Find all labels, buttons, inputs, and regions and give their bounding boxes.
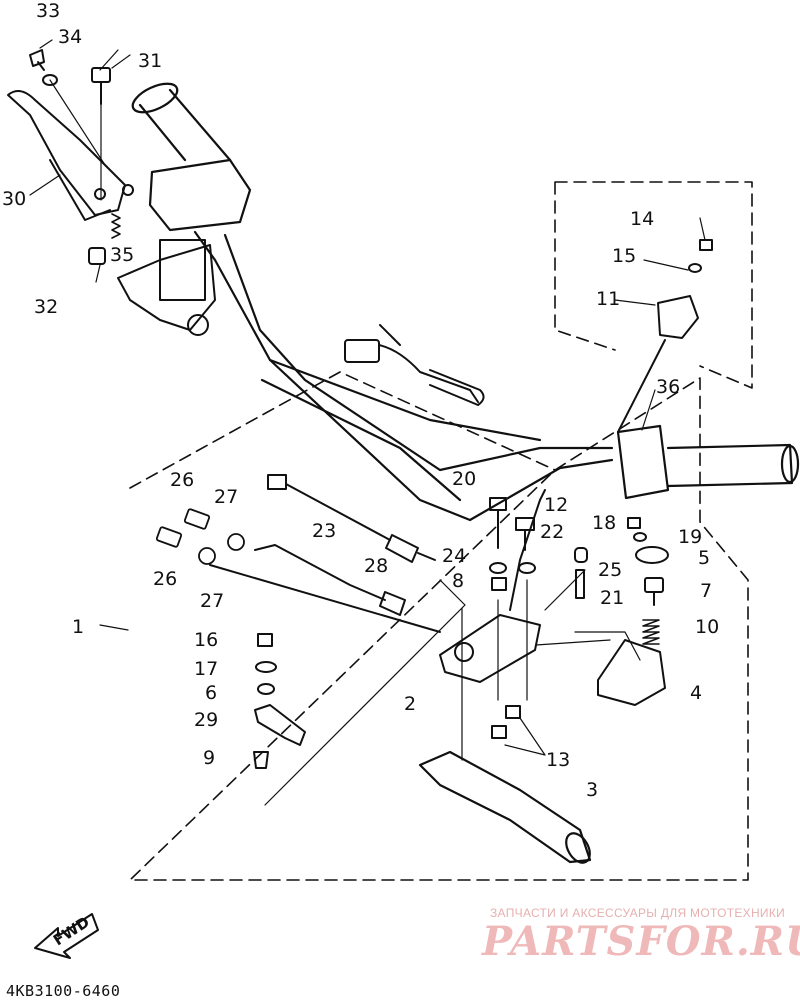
label-26b: 26 <box>153 568 178 590</box>
label-20: 20 <box>452 468 477 490</box>
label-35: 35 <box>110 244 135 266</box>
label-27b: 27 <box>200 590 225 612</box>
nut-13a <box>505 705 521 719</box>
label-23: 23 <box>312 520 337 542</box>
assembly-boundary-switch <box>554 181 753 389</box>
label-12: 12 <box>544 494 569 516</box>
throttle-grip <box>616 424 800 500</box>
nut-22 <box>518 562 536 574</box>
right-lever <box>418 750 592 864</box>
label-4: 4 <box>690 682 703 704</box>
screw-9 <box>253 751 269 769</box>
watermark-tagline: ЗАПЧАСТИ И АКСЕССУАРЫ ДЛЯ МОТОТЕХНИКИ <box>490 906 786 920</box>
label-7: 7 <box>700 580 713 602</box>
diagram-code: 4KB3100-6460 <box>6 982 121 1000</box>
washer-24 <box>489 562 507 574</box>
label-24: 24 <box>442 545 467 567</box>
label-10: 10 <box>695 616 720 638</box>
label-14: 14 <box>630 208 655 230</box>
cables <box>209 474 441 633</box>
label-6: 6 <box>205 682 218 704</box>
pin-7 <box>644 577 664 606</box>
bolt-12 <box>515 517 535 551</box>
assembly-boundary-main <box>129 371 749 881</box>
label-2: 2 <box>404 693 417 715</box>
bolt-16 <box>257 633 273 647</box>
label-8: 8 <box>452 570 465 592</box>
fwd-arrow <box>34 913 99 959</box>
nut-32 <box>88 247 106 265</box>
label-36: 36 <box>656 376 681 398</box>
pin-21 <box>575 569 585 599</box>
label-27a: 27 <box>214 486 239 508</box>
label-15: 15 <box>612 245 637 267</box>
label-11: 11 <box>596 288 621 310</box>
label-3: 3 <box>586 779 599 801</box>
cap-25 <box>574 547 588 563</box>
washer-19 <box>633 532 647 542</box>
label-34: 34 <box>58 26 83 48</box>
switch-11 <box>617 295 699 433</box>
bolt-20 <box>489 497 507 549</box>
handlebar <box>131 82 614 522</box>
label-13: 13 <box>546 749 571 771</box>
washer-34 <box>42 74 58 86</box>
label-18: 18 <box>592 512 617 534</box>
washer-17 <box>255 661 277 673</box>
brake-switch-4 <box>597 639 666 706</box>
plate-5 <box>635 546 669 564</box>
label-25: 25 <box>598 559 623 581</box>
bolt-33 <box>29 49 45 71</box>
watermark-logo: PARTSFOR.RU <box>482 918 800 965</box>
bolt-31 <box>91 67 111 105</box>
label-28: 28 <box>364 555 389 577</box>
label-33: 33 <box>36 0 61 22</box>
washer-6 <box>257 683 275 695</box>
label-21: 21 <box>600 587 625 609</box>
label-1: 1 <box>72 616 85 638</box>
label-17: 17 <box>194 658 219 680</box>
left-perch <box>117 239 216 336</box>
bolt-18 <box>627 517 641 529</box>
label-9: 9 <box>203 747 216 769</box>
switch-lead <box>344 324 485 406</box>
nut-8 <box>491 577 507 591</box>
left-lever <box>7 90 134 221</box>
label-5: 5 <box>698 547 711 569</box>
label-31: 31 <box>138 50 163 72</box>
label-19: 19 <box>678 526 703 548</box>
bracket-29 <box>254 704 306 746</box>
label-30: 30 <box>2 188 27 210</box>
adjusters <box>155 508 245 565</box>
washer-15 <box>688 263 702 273</box>
label-26a: 26 <box>170 469 195 491</box>
leader-lines <box>29 39 706 806</box>
screw-14 <box>699 239 713 251</box>
label-16: 16 <box>194 629 219 651</box>
spring-10 <box>642 619 660 645</box>
label-22: 22 <box>540 521 565 543</box>
label-29: 29 <box>194 709 219 731</box>
spring-35 <box>111 213 121 239</box>
nut-13b <box>491 725 507 739</box>
label-32: 32 <box>34 296 59 318</box>
